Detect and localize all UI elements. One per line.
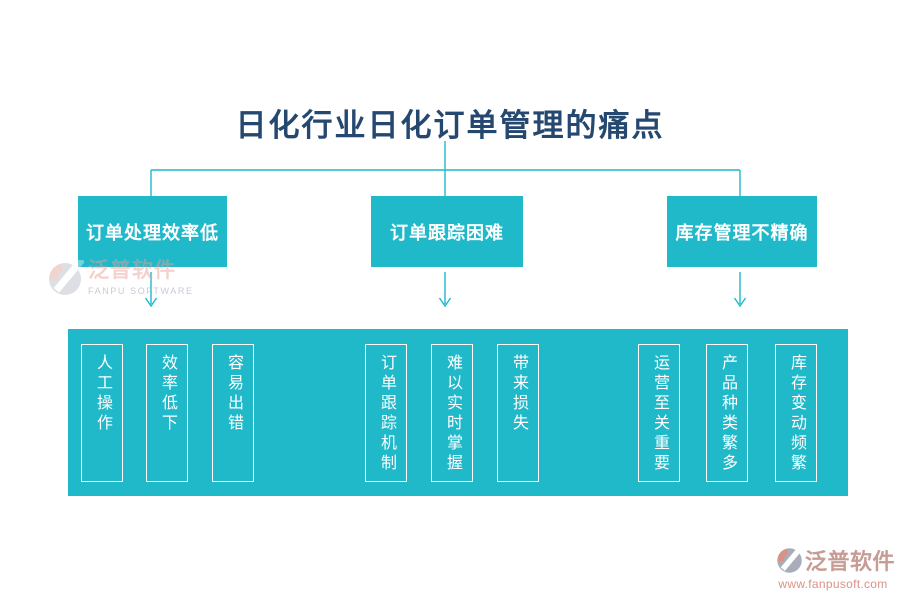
detail-item: 库存变动频繁 (775, 344, 817, 482)
detail-item-label: 效率低下 (159, 354, 176, 434)
detail-item: 人工操作 (81, 344, 123, 482)
detail-item-label: 库存变动频繁 (788, 354, 805, 474)
watermark-logo: 泛普软件 FANPU SOFTWARE (46, 252, 194, 298)
diagram-title: 日化行业日化订单管理的痛点 (235, 108, 665, 143)
detail-item-label: 订单跟踪机制 (378, 354, 395, 474)
footer-logo: 泛普软件 www.fanpusoft.com (775, 544, 895, 591)
detail-item: 产品种类繁多 (706, 344, 748, 482)
detail-item: 容易出错 (212, 344, 254, 482)
branch-label: 订单跟踪困难 (390, 222, 504, 243)
detail-item-label: 带来损失 (510, 354, 527, 434)
footer-logo-top: 泛普软件 (775, 544, 895, 576)
detail-item-label: 容易出错 (225, 354, 242, 434)
branch-label: 库存管理不精确 (675, 222, 809, 243)
branch-label: 订单处理效率低 (86, 222, 219, 243)
fanpu-logo-icon (48, 260, 84, 296)
detail-item: 带来损失 (497, 344, 539, 482)
detail-item-label: 产品种类繁多 (719, 354, 736, 474)
detail-banner: 人工操作 效率低下 容易出错 订单跟踪机制 难以实时掌握 带来损失 运营至关重要… (68, 329, 848, 496)
detail-item: 运营至关重要 (638, 344, 680, 482)
watermark-text: 泛普软件 FANPU SOFTWARE (88, 254, 194, 296)
fanpu-logo-icon (777, 545, 804, 573)
footer-logo-url: www.fanpusoft.com (778, 577, 888, 591)
watermark-brand-en: FANPU SOFTWARE (88, 286, 194, 296)
branch-box-order-tracking: 订单跟踪困难 (371, 196, 523, 267)
detail-item-label: 人工操作 (94, 354, 111, 434)
footer-logo-brand: 泛普软件 (805, 549, 896, 574)
branch-box-order-processing: 订单处理效率低 (78, 196, 227, 267)
down-arrow-center (438, 272, 452, 308)
branch-box-inventory: 库存管理不精确 (667, 196, 817, 267)
watermark-brand: 泛普软件 (88, 259, 176, 282)
detail-item: 难以实时掌握 (431, 344, 473, 482)
detail-item: 订单跟踪机制 (365, 344, 407, 482)
detail-item: 效率低下 (146, 344, 188, 482)
detail-item-label: 难以实时掌握 (444, 354, 461, 474)
detail-item-label: 运营至关重要 (651, 354, 668, 474)
down-arrow-right (733, 272, 747, 308)
